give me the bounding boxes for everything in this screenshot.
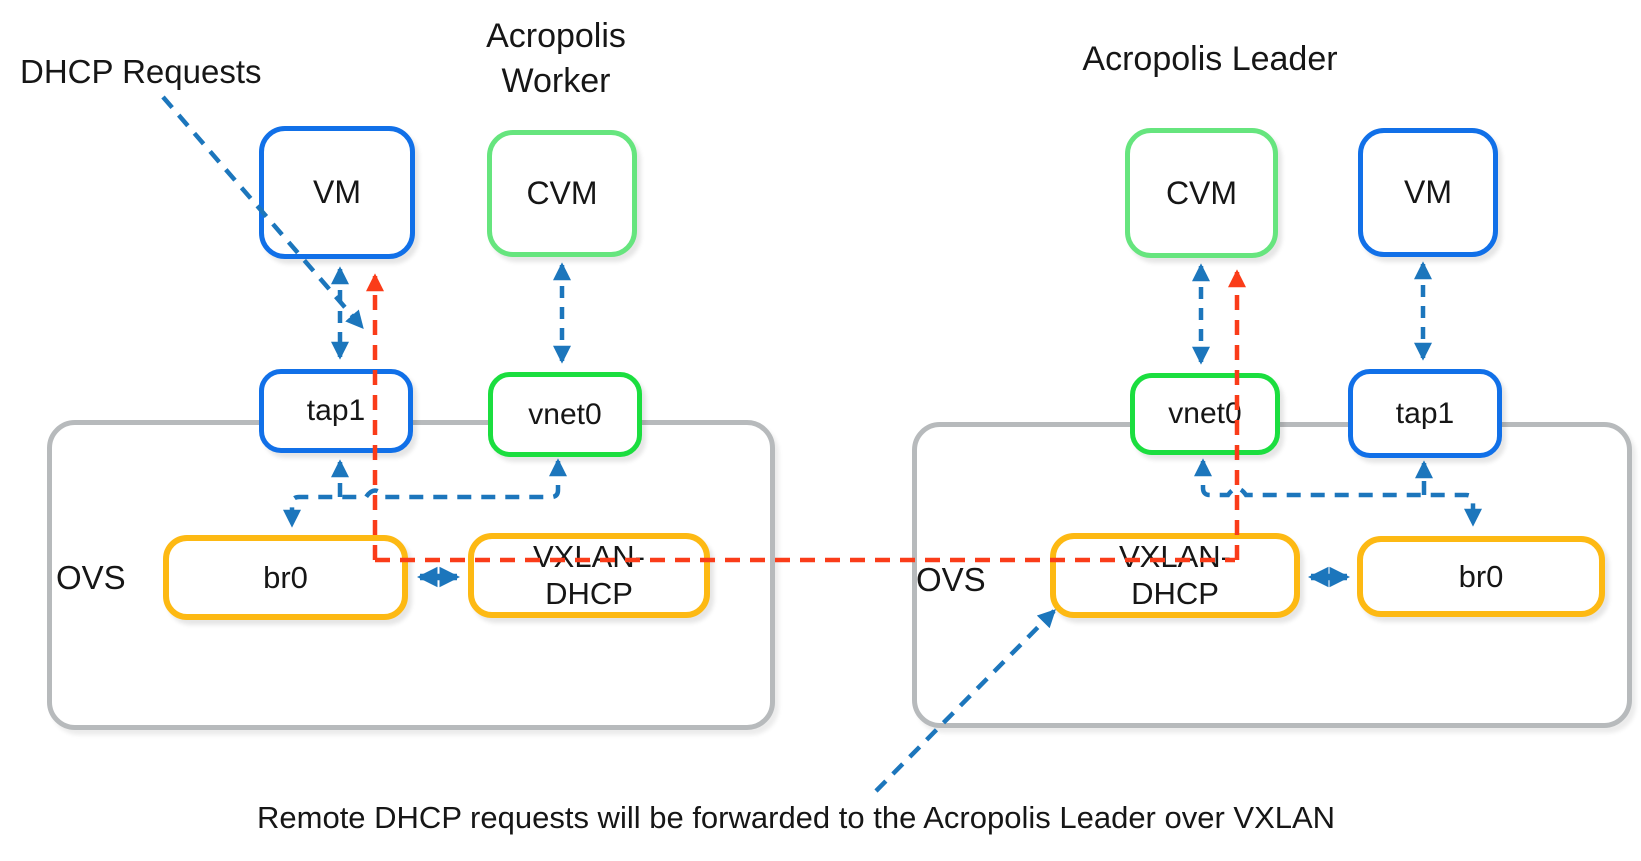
worker-ovs-label: OVS — [56, 559, 126, 596]
worker-cvm-node: CVM — [487, 130, 637, 257]
leader-vnet0-label: vnet0 — [1168, 397, 1242, 430]
worker-vm-label: VM — [313, 174, 361, 210]
worker-cvm-label: CVM — [526, 175, 598, 211]
worker-br0-node: br0 — [163, 535, 408, 620]
leader-vm-label: VM — [1404, 174, 1452, 210]
leader-br0-label: br0 — [1458, 558, 1504, 594]
worker-vnet0-node: vnet0 — [488, 372, 642, 457]
worker-vxlan-dhcp-node: VXLAN- DHCP — [468, 533, 710, 618]
leader-vnet0-node: vnet0 — [1130, 373, 1280, 455]
leader-cvm-node: CVM — [1125, 128, 1278, 258]
worker-tap1-node: tap1 — [259, 369, 413, 453]
dhcp-requests-label: DHCP Requests — [20, 53, 262, 90]
worker-br0-label: br0 — [263, 559, 308, 595]
leader-vxlan-dhcp-node: VXLAN- DHCP — [1050, 533, 1300, 618]
leader-tap1-node: tap1 — [1348, 369, 1502, 458]
leader-tap1-label: tap1 — [1395, 396, 1455, 430]
worker-vnet0-label: vnet0 — [528, 397, 602, 431]
leader-ovs-label: OVS — [916, 561, 986, 598]
worker-title: Acropolis Worker — [486, 17, 626, 100]
remote-dhcp-caption: Remote DHCP requests will be forwarded t… — [257, 800, 1336, 835]
worker-vxlan-dhcp-label: VXLAN- DHCP — [533, 538, 645, 611]
leader-br0-node: br0 — [1357, 536, 1605, 617]
leader-cvm-label: CVM — [1165, 174, 1238, 211]
leader-title: Acropolis Leader — [1082, 40, 1338, 78]
leader-vm-node: VM — [1358, 128, 1498, 257]
worker-tap1-label: tap1 — [306, 394, 366, 427]
worker-vm-node: VM — [259, 126, 415, 259]
leader-vxlan-dhcp-label: VXLAN- DHCP — [1119, 538, 1231, 611]
